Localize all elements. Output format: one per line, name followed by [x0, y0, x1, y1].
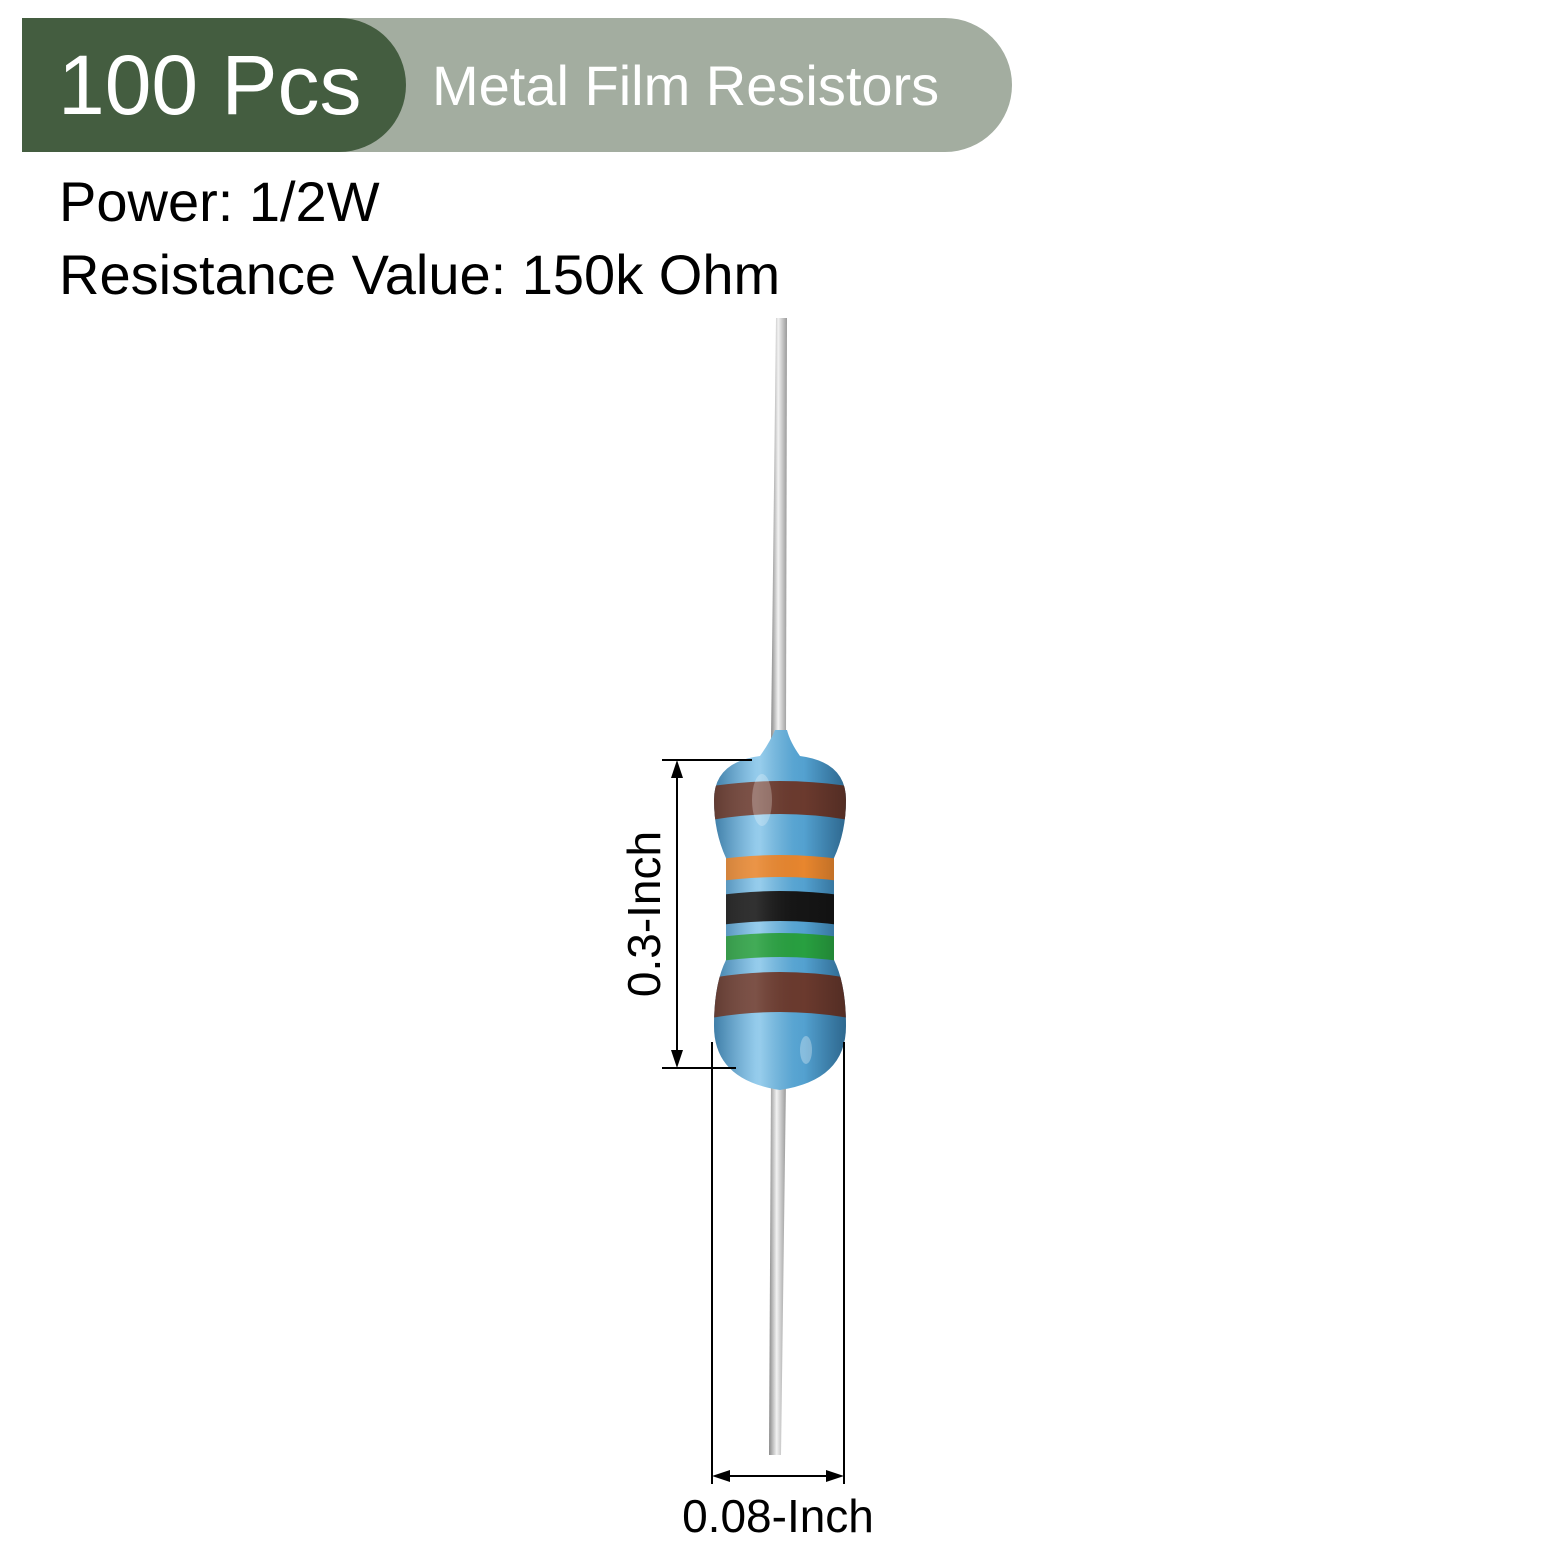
resistance-spec: Resistance Value: 150k Ohm — [59, 243, 781, 306]
length-dimension-label: 0.3-Inch — [618, 831, 670, 997]
power-spec: Power: 1/2W — [59, 170, 380, 233]
quantity-label: 100 Pcs — [58, 38, 362, 132]
product-name: Metal Film Resistors — [432, 54, 940, 117]
resistor-body — [714, 730, 846, 1090]
top-lead — [771, 318, 787, 740]
bottom-lead — [769, 1080, 786, 1455]
title-banner: 100 Pcs Metal Film Resistors — [22, 18, 1012, 152]
banner-dark-section — [22, 18, 406, 152]
diameter-dimension-label: 0.08-Inch — [682, 1490, 874, 1542]
diameter-dimension: 0.08-Inch — [682, 1042, 874, 1542]
length-dimension: 0.3-Inch — [618, 759, 752, 1069]
